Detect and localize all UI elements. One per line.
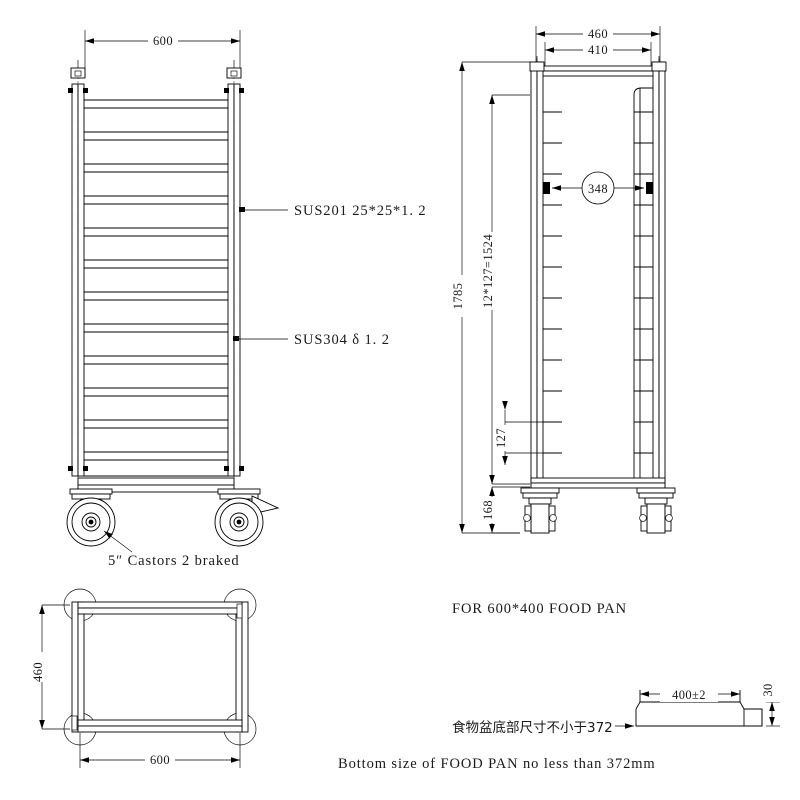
rung: [84, 100, 228, 108]
side-top-rail: [535, 65, 661, 77]
plan-width-dimension: 600: [79, 733, 241, 768]
front-width-dimension: 600: [84, 30, 241, 78]
rung: [84, 324, 228, 332]
side-elevation-view: 460 410: [451, 26, 676, 534]
side-guard-channel: [634, 88, 653, 480]
side-castor-height-label: 168: [481, 500, 495, 520]
front-left-castor: [66, 488, 116, 547]
side-left-post: [529, 56, 545, 496]
chinese-note-label: 食物盆底部尺寸不小于372: [452, 719, 613, 736]
side-inner-width-dimension: 410: [544, 42, 652, 72]
rung: [84, 452, 228, 460]
rung: [84, 164, 228, 172]
side-castor-height-dimension: 168: [481, 486, 530, 534]
frame-material-callout: SUS201 25*25*1. 2: [239, 203, 427, 219]
rung: [84, 196, 228, 204]
castor-note-label: 5″ Castors 2 braked: [108, 553, 239, 569]
front-shelf-rungs: [84, 100, 228, 476]
side-right-castor: [636, 487, 676, 534]
pan-height-label: 30: [761, 683, 775, 696]
notes-block: FOR 600*400 FOOD PAN 400±2 30 食: [338, 601, 780, 772]
rung: [84, 132, 228, 140]
front-left-post: [68, 60, 88, 492]
pan-width-dimension: 400±2: [640, 687, 740, 702]
side-shelf-ticks: [543, 112, 653, 453]
rung: [84, 420, 228, 428]
chinese-note-block: 食物盆底部尺寸不小于372: [452, 719, 634, 736]
side-348-label: 348: [588, 182, 608, 196]
pan-height-dimension: 30: [761, 678, 780, 727]
side-right-post: [651, 56, 667, 496]
plan-depth-dimension: 460: [31, 604, 70, 730]
rung: [84, 356, 228, 364]
side-left-castor: [520, 487, 560, 534]
plan-width-label: 600: [150, 753, 170, 767]
shelf-material-label: SUS304 δ 1. 2: [294, 332, 390, 348]
front-right-castor: [214, 488, 280, 547]
side-bottom-rail: [530, 477, 666, 489]
front-width-dim-label: 600: [153, 34, 173, 48]
pan-width-label: 400±2: [672, 688, 706, 702]
side-348-dimension: 348: [543, 171, 653, 205]
plan-depth-label: 460: [31, 662, 45, 682]
rung: [84, 388, 228, 396]
plan-frame: [71, 601, 249, 733]
plan-view: 460 600: [31, 588, 257, 768]
side-overall-height-label: 1785: [451, 283, 465, 310]
rung: [84, 260, 228, 268]
castor-note: 5″ Castors 2 braked: [103, 530, 239, 569]
front-right-post: [224, 60, 244, 492]
frame-material-label: SUS201 25*25*1. 2: [294, 203, 427, 219]
food-pan-note-label: FOR 600*400 FOOD PAN: [452, 601, 627, 617]
side-pitch-dimension: 127: [494, 401, 562, 465]
side-pitch-total-dimension: 12*127=1524: [481, 94, 530, 485]
english-note-label: Bottom size of FOOD PAN no less than 372…: [338, 756, 656, 772]
side-pitch-total-label: 12*127=1524: [481, 234, 495, 308]
front-bottom-rail: [77, 477, 235, 493]
side-inner-width-label: 410: [588, 43, 608, 57]
front-elevation-view: 600: [66, 30, 427, 569]
shelf-material-callout: SUS304 δ 1. 2: [233, 332, 390, 348]
side-pitch-label: 127: [494, 428, 508, 448]
rung: [84, 292, 228, 300]
rung: [84, 228, 228, 236]
side-outer-width-label: 460: [588, 27, 608, 41]
side-outer-width-dimension: 460: [535, 26, 661, 72]
side-overall-height-dimension: 1785: [451, 61, 530, 534]
